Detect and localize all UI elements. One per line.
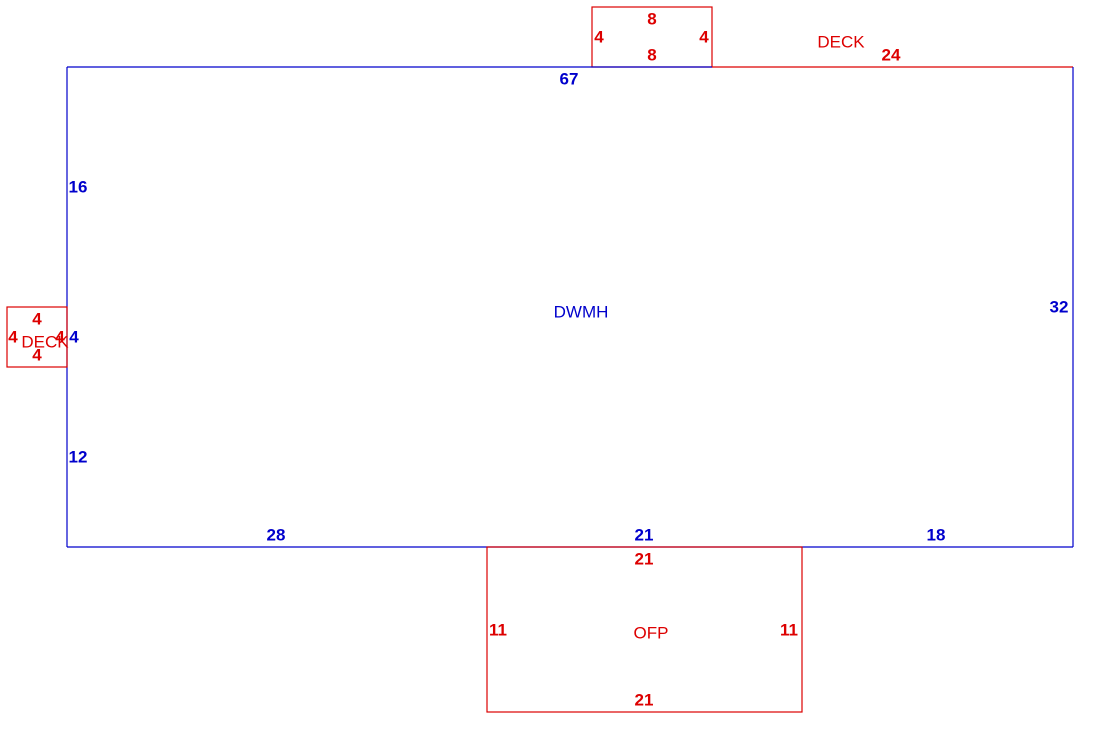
- left-deck-outline: [6, 306, 68, 368]
- top-deck-dim-left: 4: [594, 27, 604, 47]
- top-deck-dim-right: 4: [699, 27, 709, 47]
- left-deck-dim-top: 4: [32, 309, 42, 329]
- porch-dim-top: 21: [634, 549, 654, 569]
- main-dim-bottom-left: 28: [266, 525, 286, 545]
- porch-dim-bottom: 21: [634, 690, 654, 710]
- main-dim-left-upper: 16: [68, 177, 88, 197]
- main-dim-bottom-right: 18: [926, 525, 946, 545]
- top-deck-dim-edge: 24: [881, 45, 901, 65]
- left-deck-area-label: DECK: [21, 332, 69, 352]
- left-deck-dim-right: 4: [55, 327, 65, 347]
- main-dim-left-mid: 4: [69, 327, 79, 347]
- porch-area-label: OFP: [633, 623, 669, 643]
- top-deck-dim-bottom: 8: [647, 45, 657, 65]
- top-deck-dim-top: 8: [647, 9, 657, 29]
- left-deck-dim-bottom: 4: [32, 345, 42, 365]
- left-deck-dim-left: 4: [8, 327, 18, 347]
- porch-outline: [486, 546, 803, 713]
- porch-dim-right: 11: [780, 620, 798, 640]
- top-deck-area-label: DECK: [817, 32, 865, 52]
- main-dim-bottom-center: 21: [634, 525, 654, 545]
- main-area-label: DWMH: [553, 302, 609, 322]
- porch-dim-left: 11: [489, 620, 507, 640]
- main-dim-right: 32: [1049, 297, 1069, 317]
- main-dim-left-lower: 12: [68, 447, 88, 467]
- main-dim-top: 67: [559, 69, 579, 89]
